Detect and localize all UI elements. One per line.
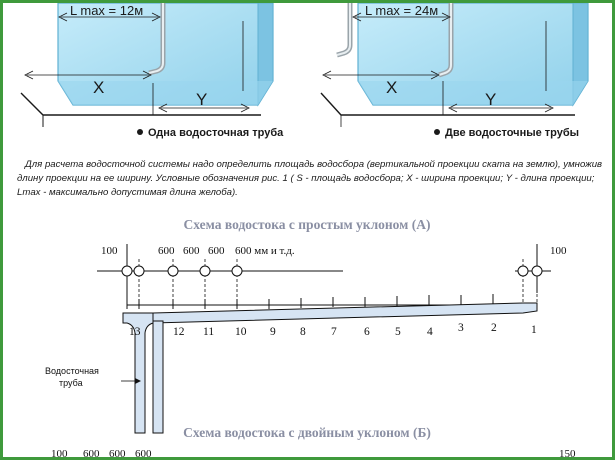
scheme-b-dim-3: 600 bbox=[109, 448, 126, 457]
num-2: 2 bbox=[491, 322, 497, 334]
y-label-left: Y bbox=[196, 90, 207, 109]
lmax-label-right: L max = 24м bbox=[365, 3, 438, 18]
num-5: 5 bbox=[395, 326, 401, 338]
num-3: 3 bbox=[458, 322, 464, 334]
pipe-label-line2: труба bbox=[59, 378, 83, 388]
description-text: Для расчета водосточной системы надо опр… bbox=[17, 158, 609, 200]
scheme-b-dim-1: 100 bbox=[51, 448, 68, 457]
num-7: 7 bbox=[331, 326, 337, 338]
scheme-a-dim-3: 600 bbox=[208, 245, 225, 257]
scheme-a-dim-right: 100 bbox=[550, 245, 567, 257]
scheme-b-title: Схема водостока с двойным уклоном (Б) bbox=[183, 425, 431, 440]
num-6: 6 bbox=[364, 326, 370, 338]
y-label-right: Y bbox=[485, 90, 496, 109]
diagram-canvas: L max = 12м X Y Одна водосточная труба L… bbox=[20, 3, 589, 457]
num-11: 11 bbox=[203, 326, 214, 338]
scheme-a-numbers: 13 12 11 10 9 8 7 6 5 4 3 2 1 bbox=[129, 322, 537, 338]
lmax-label-left: L max = 12м bbox=[70, 3, 143, 18]
num-1: 1 bbox=[531, 324, 537, 336]
scheme-a-dim-1: 600 bbox=[158, 245, 175, 257]
num-9: 9 bbox=[270, 326, 276, 338]
scheme-b-dim-2: 600 bbox=[83, 448, 100, 457]
pipe-label-line1: Водосточная bbox=[45, 366, 99, 376]
building-right bbox=[320, 3, 589, 135]
scheme-b-dim-4: 600 bbox=[135, 448, 152, 457]
scheme-a-drawing bbox=[97, 244, 551, 434]
caption-left: Одна водосточная труба bbox=[148, 127, 284, 139]
num-13: 13 bbox=[129, 326, 141, 338]
x-label-right: X bbox=[386, 78, 397, 97]
scheme-a-title: Схема водостока с простым уклоном (А) bbox=[184, 217, 431, 232]
scheme-a-dim-2: 600 bbox=[183, 245, 200, 257]
scheme-a-dim-left: 100 bbox=[101, 245, 118, 257]
num-8: 8 bbox=[300, 326, 306, 338]
scheme-a-dim-4: 600 мм и т.д. bbox=[235, 245, 295, 257]
num-10: 10 bbox=[235, 326, 247, 338]
caption-right: Две водосточные трубы bbox=[445, 127, 579, 139]
scheme-b-dim-right: 150 bbox=[559, 448, 576, 457]
num-4: 4 bbox=[427, 326, 433, 338]
num-12: 12 bbox=[173, 326, 185, 338]
description-paragraph: Для расчета водосточной системы надо опр… bbox=[17, 159, 603, 198]
building-left bbox=[20, 3, 274, 135]
x-label-left: X bbox=[93, 78, 104, 97]
